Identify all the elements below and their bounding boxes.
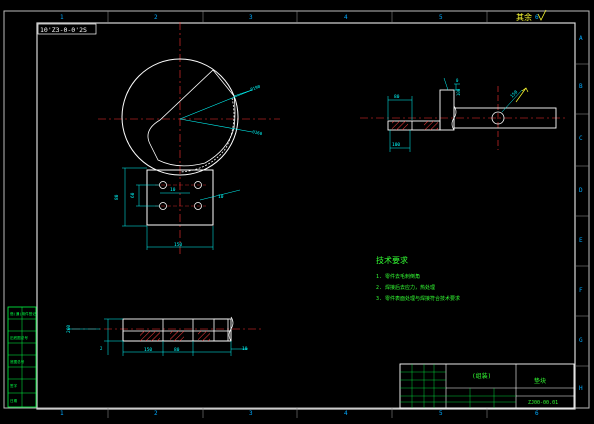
col-number-top: 5 bbox=[439, 14, 443, 21]
part-name: (组装) bbox=[472, 372, 491, 380]
dimension-label: 100 bbox=[392, 142, 400, 148]
column-number-ruler: 1 2 3 4 5 6 1 2 3 4 5 6 bbox=[60, 11, 539, 418]
row-letter: A bbox=[579, 35, 583, 42]
row-letter: D bbox=[579, 187, 583, 194]
row-letter: B bbox=[579, 83, 583, 90]
drawing-border bbox=[3, 10, 590, 410]
dimension-label: 10 bbox=[218, 194, 224, 200]
dimension-label: 10 bbox=[170, 187, 176, 193]
col-number-top: 6 bbox=[535, 14, 539, 21]
col-number-top: 4 bbox=[344, 14, 348, 21]
side-table-label: 日期 bbox=[10, 398, 18, 403]
front-view: 0190 0160 bbox=[98, 22, 280, 256]
technical-requirements: 技术要求 1. 零件去毛刺倒角 2. 焊接后去应力，热处理 3. 零件表面处理与… bbox=[376, 255, 460, 302]
surface-finish-note: 其余 bbox=[516, 12, 532, 22]
side-table-label: 底图总号 bbox=[10, 359, 25, 364]
tech-requirement-item: 1. 零件去毛刺倒角 bbox=[376, 273, 420, 280]
col-number-top: 1 bbox=[60, 14, 64, 21]
col-number-bottom: 6 bbox=[535, 410, 539, 417]
col-number-bottom: 5 bbox=[439, 410, 443, 417]
side-view: 80 100 0 100 150 bbox=[360, 77, 568, 152]
material-name: 垫块 bbox=[534, 377, 546, 385]
tech-requirement-item: 2. 焊接后去应力，热处理 bbox=[376, 284, 435, 291]
weld-symbol bbox=[515, 87, 529, 103]
row-letter: C bbox=[579, 135, 583, 142]
dimension-label: 150 bbox=[144, 347, 152, 353]
side-table-label: 签字 bbox=[10, 383, 18, 388]
dimension-label: 150 bbox=[509, 89, 519, 99]
row-letter: E bbox=[579, 237, 583, 244]
tech-requirements-title: 技术要求 bbox=[376, 255, 408, 265]
dimension-label: 80 bbox=[174, 347, 180, 353]
dimension-label: 150 bbox=[174, 242, 182, 248]
drawing-code-text: 10'Z3-0-0'2S bbox=[40, 26, 87, 34]
section-view: 260 150 80 10 2 bbox=[66, 316, 262, 356]
dimension-label: 2 bbox=[100, 346, 103, 351]
drawing-code-box: 10'Z3-0-0'2S bbox=[37, 23, 97, 35]
side-table-label: 旧底图总号 bbox=[10, 335, 28, 340]
base-plate-view: 80 60 150 10 10 bbox=[114, 167, 241, 250]
col-number-bottom: 4 bbox=[344, 410, 348, 417]
title-block: (组装) 垫块 ZJ00-00.01 bbox=[399, 363, 575, 409]
dimension-label: 80 bbox=[394, 94, 400, 100]
dimension-label: 0190 bbox=[250, 84, 262, 92]
dimension-label: 60 bbox=[130, 192, 136, 198]
col-number-top: 2 bbox=[154, 14, 158, 21]
col-number-top: 3 bbox=[249, 14, 253, 21]
dimension-label: 10 bbox=[242, 346, 248, 352]
tech-requirement-item: 3. 零件表面处理与焊接符合技术要求 bbox=[376, 295, 460, 302]
dimension-label: 0 bbox=[456, 78, 459, 83]
row-letter-ruler: A B C D E F G H bbox=[575, 35, 589, 392]
dimension-label: 260 bbox=[66, 325, 72, 333]
dimension-label: 80 bbox=[114, 194, 120, 200]
row-letter: H bbox=[579, 385, 583, 392]
col-number-bottom: 3 bbox=[249, 410, 253, 417]
col-number-bottom: 1 bbox=[60, 410, 64, 417]
dimension-label: 100 bbox=[456, 88, 461, 96]
side-table-label: 借(通)用件登记 bbox=[10, 311, 36, 316]
side-revision-table: 借(通)用件登记 旧底图总号 底图总号 签字 日期 bbox=[7, 306, 37, 408]
row-letter: G bbox=[579, 337, 583, 344]
col-number-bottom: 2 bbox=[154, 410, 158, 417]
roughness-symbol bbox=[537, 9, 547, 21]
drawing-number: ZJ00-00.01 bbox=[528, 400, 558, 406]
dimension-label: 0160 bbox=[252, 129, 263, 136]
row-letter: F bbox=[579, 287, 583, 294]
